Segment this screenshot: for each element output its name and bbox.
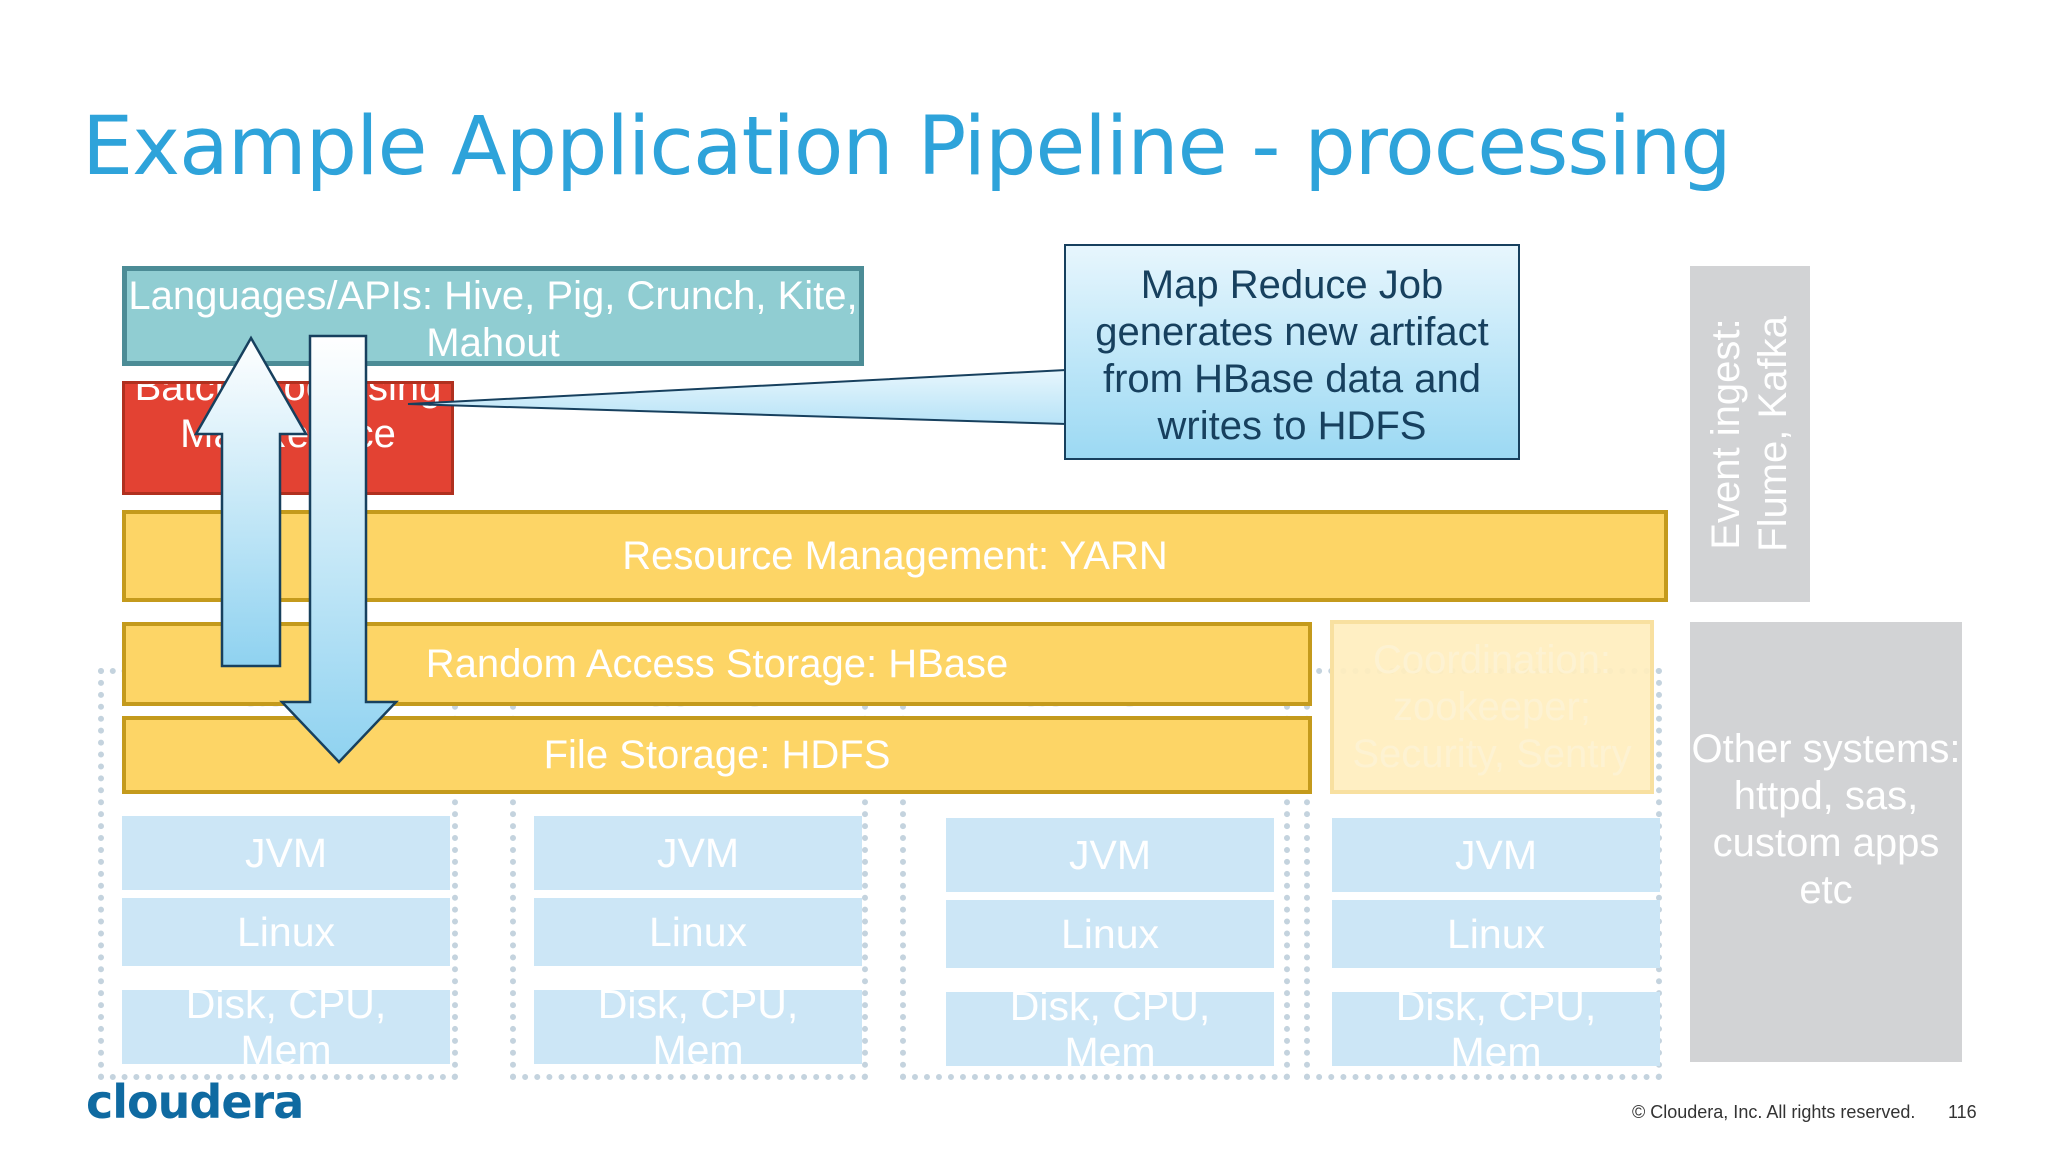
machine-4-jvm: JVM [1332,818,1660,892]
machine-4-linux: Linux [1332,900,1660,968]
event-ingest-box [1690,266,1810,602]
callout-pointer [407,368,1067,426]
machine-3-linux: Linux [946,900,1274,968]
machine-4-hardware: Disk, CPU, Mem [1332,992,1660,1066]
machine-2-linux: Linux [534,898,862,966]
arrow-up-icon [193,335,309,668]
machine-2-hardware: Disk, CPU, Mem [534,990,862,1064]
coordination-security-layer: Coordination: zookeeper; Security, Sentr… [1330,620,1654,794]
copyright-text: © Cloudera, Inc. All rights reserved. [1632,1102,1916,1122]
machine-1-jvm: JVM [122,816,450,890]
machine-2-jvm: JVM [534,816,862,890]
hdfs-layer: File Storage: HDFS [122,716,1312,794]
other-systems-box: Other systems: httpd, sas, custom apps e… [1690,622,1962,1062]
arrow-down-icon [279,334,399,764]
callout-text: Map Reduce Job generates new artifact fr… [1095,263,1489,448]
machine-3-hardware: Disk, CPU, Mem [946,992,1274,1066]
yarn-label: Resource Management: YARN [622,533,1168,578]
machine-1-hardware: Disk, CPU, Mem [122,990,450,1064]
hdfs-label: File Storage: HDFS [543,732,891,777]
languages-label: Languages/APIs: Hive, Pig, Crunch, Kite,… [128,274,858,365]
other-systems-label: Other systems: httpd, sas, custom apps e… [1691,727,1961,912]
slide-title: Example Application Pipeline - processin… [82,100,1732,194]
event-ingest-title: Event ingest: [1704,318,1748,550]
callout-box: Map Reduce Job generates new artifact fr… [1064,244,1520,460]
coordination-label: Coordination: zookeeper; Security, Sentr… [1352,637,1632,776]
yarn-layer: Resource Management: YARN [122,510,1668,602]
page-number: 116 [1948,1102,1977,1122]
event-ingest-label: Event ingest: Flume, Kafka [1690,266,1810,602]
machine-3-jvm: JVM [946,818,1274,892]
machine-1-linux: Linux [122,898,450,966]
cloudera-logo: cloudera [86,1075,304,1129]
event-ingest-tools: Flume, Kafka [1751,316,1795,552]
hbase-label: Random Access Storage: HBase [425,641,1009,686]
